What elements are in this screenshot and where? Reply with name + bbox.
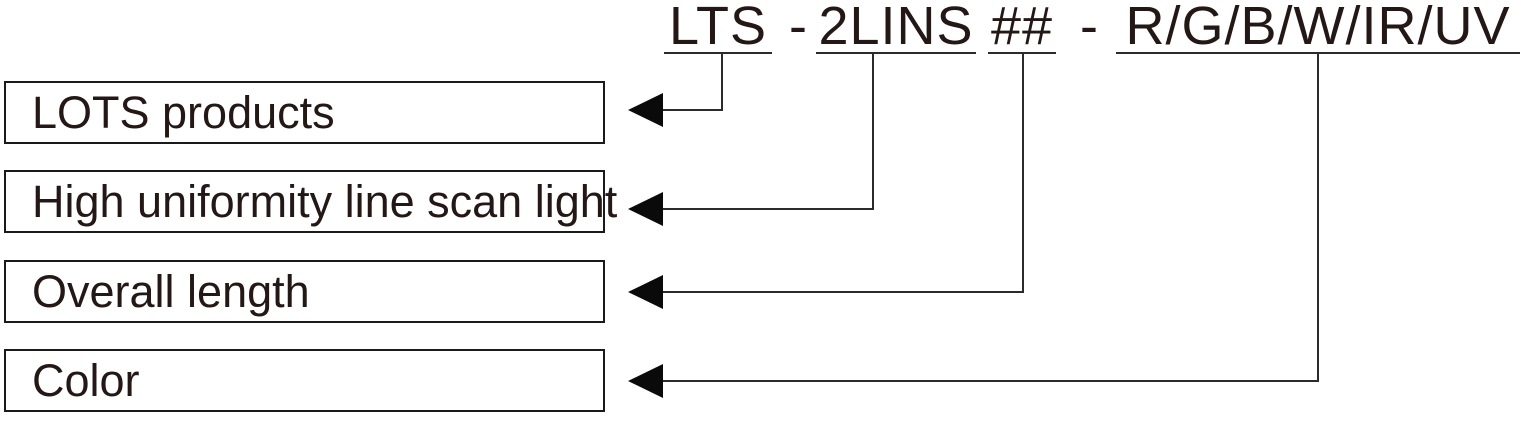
connector-horizontal-length [660,291,1024,293]
arrow-left-icon [628,192,663,226]
arrow-left-icon [628,275,663,309]
label-text-high-uniformity-line-scan-light: High uniformity line scan light [32,175,618,227]
connector-horizontal-2lins [660,208,874,210]
label-box-color: Color [4,349,605,412]
arrow-left-icon [628,364,663,398]
label-box-high-uniformity-line-scan-light: High uniformity line scan light [4,170,617,233]
label-text-lots-products: LOTS products [32,86,335,138]
label-box-overall-length: Overall length [4,260,605,323]
connector-vertical-2lins [872,54,874,210]
label-text-overall-length: Overall length [32,265,310,317]
connector-horizontal-color [660,380,1319,382]
code-segment-2lins: 2LINS [816,0,976,54]
code-segment-lts: LTS [664,0,772,54]
arrow-left-icon [628,93,663,127]
code-segment-length-placeholder: ## [988,0,1056,54]
code-segment-color-options: R/G/B/W/IR/UV [1116,0,1520,54]
connector-vertical-length [1022,54,1024,293]
code-separator-hyphen: - [789,0,807,56]
connector-horizontal-lts [660,109,723,111]
code-separator-hyphen: - [1080,0,1098,56]
connector-vertical-lts [721,54,723,111]
connector-vertical-color [1317,54,1319,382]
label-box-lots-products: LOTS products [4,81,605,144]
label-text-color: Color [32,354,140,406]
